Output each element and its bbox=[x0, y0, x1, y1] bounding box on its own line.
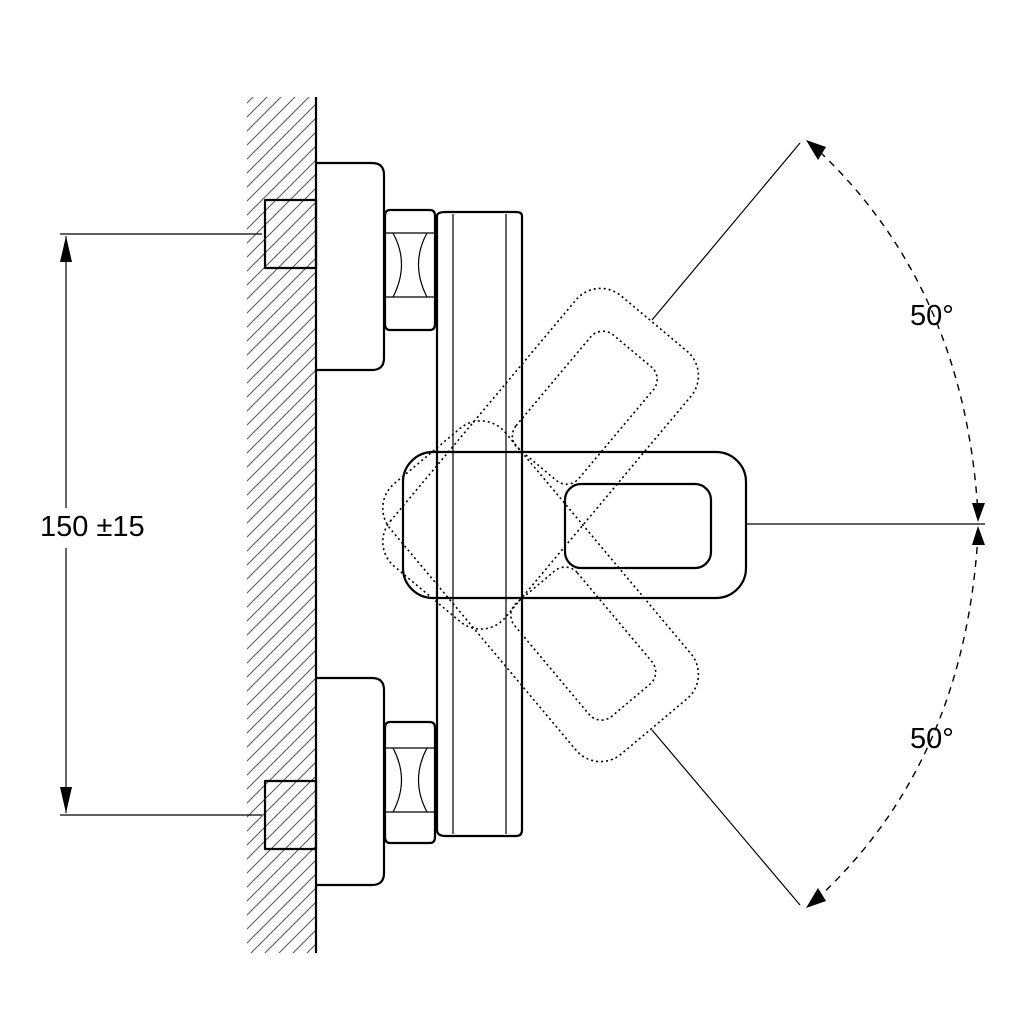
upper-arc-arrowhead-start bbox=[806, 140, 826, 160]
lever-down-inset bbox=[509, 566, 657, 721]
upper-pipe-stub bbox=[263, 198, 318, 270]
upper-nut-facet bbox=[418, 232, 428, 298]
upper-connection bbox=[263, 161, 437, 372]
dimension-arrowhead-top bbox=[60, 236, 72, 262]
lever-inset bbox=[563, 482, 713, 570]
lower-angle-label: 50° bbox=[910, 723, 954, 755]
upper-reference-line bbox=[651, 142, 801, 321]
distance-label: 150 ±15 bbox=[40, 511, 145, 543]
upper-angle-arc bbox=[819, 151, 979, 515]
wall-hatching bbox=[247, 97, 316, 953]
upper-flange bbox=[316, 161, 386, 372]
distance-dimension bbox=[60, 233, 262, 816]
lower-connection bbox=[263, 676, 437, 887]
lower-angle-arc bbox=[819, 533, 979, 897]
upper-nut-facet bbox=[392, 232, 402, 298]
upper-arc-arrowhead-end bbox=[972, 503, 985, 522]
upper-nut bbox=[383, 208, 437, 332]
upper-angle-label: 50° bbox=[910, 300, 954, 332]
dimension-arrowhead-bottom bbox=[60, 787, 72, 813]
angle-reference-lines bbox=[651, 142, 985, 906]
lower-arc-arrowhead-end bbox=[806, 888, 826, 908]
lever-outline bbox=[401, 450, 748, 600]
mixer-body bbox=[435, 210, 524, 838]
wall bbox=[247, 97, 318, 953]
lower-nut bbox=[383, 720, 437, 845]
lower-flange bbox=[316, 676, 386, 887]
lower-arc-arrowhead-start bbox=[972, 526, 985, 545]
lever-neutral bbox=[401, 450, 748, 600]
lower-nut-facet bbox=[392, 747, 402, 813]
lever-position-up bbox=[381, 287, 700, 630]
lower-nut-facet bbox=[418, 747, 428, 813]
mixer-body-outline bbox=[435, 210, 524, 838]
lever-position-down bbox=[381, 420, 700, 763]
lower-pipe-stub bbox=[263, 779, 318, 851]
angle-arcs bbox=[806, 140, 985, 908]
lower-reference-line bbox=[651, 729, 801, 906]
lever-down-outline bbox=[381, 420, 700, 763]
lever-up-inset bbox=[511, 330, 658, 485]
